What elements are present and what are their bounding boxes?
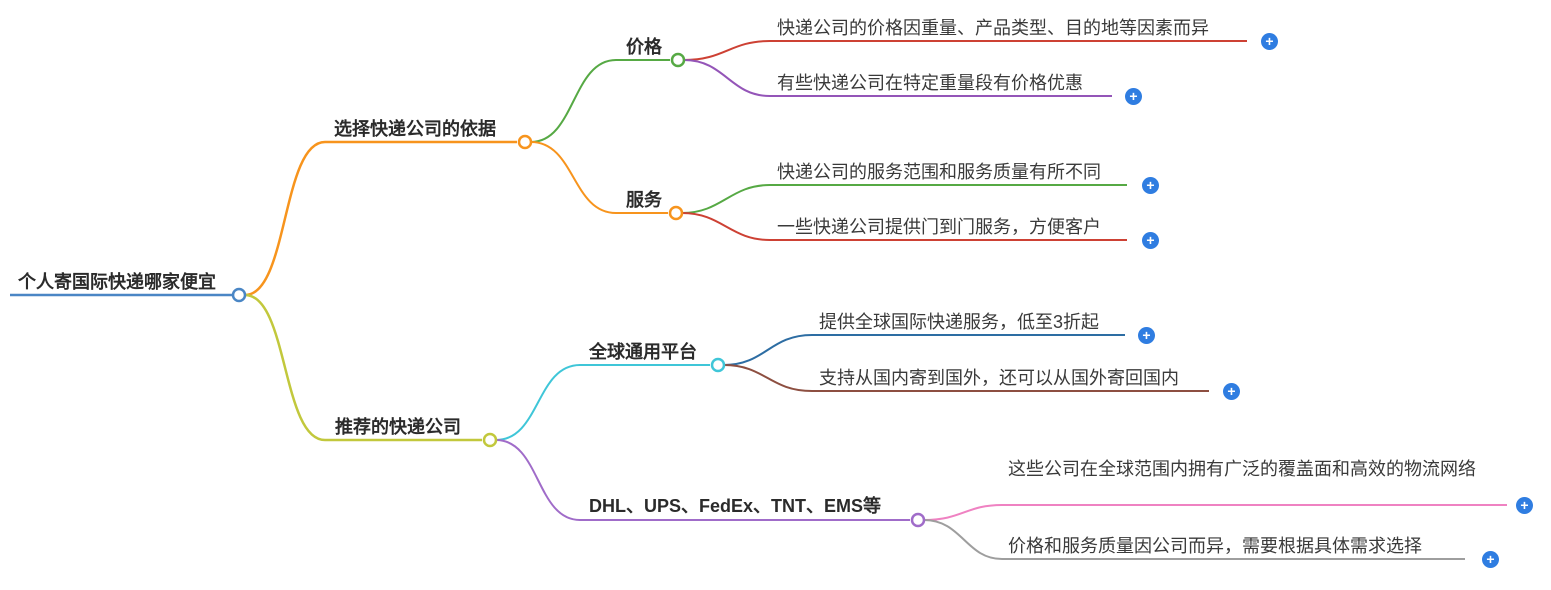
expand-icon[interactable]: + <box>1125 88 1142 105</box>
edge-recommend-platform <box>495 364 581 441</box>
carriers-node-circle[interactable] <box>910 512 926 528</box>
expand-icon[interactable]: + <box>1482 551 1499 568</box>
service-leaf2-text[interactable]: 一些快递公司提供门到门服务，方便客户 <box>777 217 1101 237</box>
node-carriers-label[interactable]: DHL、UPS、FedEx、TNT、EMS等 <box>589 496 882 516</box>
carriers-leaf1-text[interactable]: 这些公司在全球范围内拥有广泛的覆盖面和高效的物流网络 <box>1008 459 1476 479</box>
node-platform-label[interactable]: 全球通用平台 <box>589 342 697 362</box>
edge-criteria-price <box>530 59 617 143</box>
root-node-label[interactable]: 个人寄国际快递哪家便宜 <box>18 272 216 292</box>
edge-criteria-service <box>530 141 617 214</box>
edge-service-leaf2 <box>681 212 771 241</box>
platform-leaf2-text[interactable]: 支持从国内寄到国外，还可以从国外寄回国内 <box>819 368 1179 388</box>
expand-icon[interactable]: + <box>1223 383 1240 400</box>
root-node-circle[interactable] <box>231 287 247 303</box>
price-node-circle[interactable] <box>670 52 686 68</box>
edge-service-leaf1 <box>681 184 771 214</box>
recommend-node-circle[interactable] <box>482 432 498 448</box>
platform-node-circle[interactable] <box>710 357 726 373</box>
expand-icon[interactable]: + <box>1138 327 1155 344</box>
service-node-circle[interactable] <box>668 205 684 221</box>
service-leaf1-text[interactable]: 快递公司的服务范围和服务质量有所不同 <box>777 162 1101 182</box>
expand-icon[interactable]: + <box>1142 177 1159 194</box>
price-leaf2-text[interactable]: 有些快递公司在特定重量段有价格优惠 <box>777 73 1083 93</box>
edge-price-leaf1 <box>683 40 771 61</box>
carriers-leaf2-text[interactable]: 价格和服务质量因公司而异，需要根据具体需求选择 <box>1008 536 1422 556</box>
edge-carriers-leaf1 <box>923 504 1003 521</box>
edge-platform-leaf2 <box>723 364 813 392</box>
expand-icon[interactable]: + <box>1261 33 1278 50</box>
node-service-label[interactable]: 服务 <box>626 190 662 210</box>
edge-platform-leaf1 <box>723 334 813 366</box>
platform-leaf1-text[interactable]: 提供全球国际快递服务，低至3折起 <box>819 312 1100 332</box>
branch-criteria-label[interactable]: 选择快递公司的依据 <box>334 119 496 139</box>
branch-recommend-label[interactable]: 推荐的快递公司 <box>335 417 461 437</box>
edge-carriers-leaf2 <box>923 519 1003 560</box>
edge-price-leaf2 <box>683 59 771 97</box>
price-leaf1-text[interactable]: 快递公司的价格因重量、产品类型、目的地等因素而异 <box>777 18 1209 38</box>
expand-icon[interactable]: + <box>1142 232 1159 249</box>
edge-root-criteria <box>244 140 326 297</box>
node-price-label[interactable]: 价格 <box>626 37 662 57</box>
edge-recommend-carriers <box>495 439 581 521</box>
expand-icon[interactable]: + <box>1516 497 1533 514</box>
edge-root-recommend <box>244 293 326 442</box>
criteria-node-circle[interactable] <box>517 134 533 150</box>
